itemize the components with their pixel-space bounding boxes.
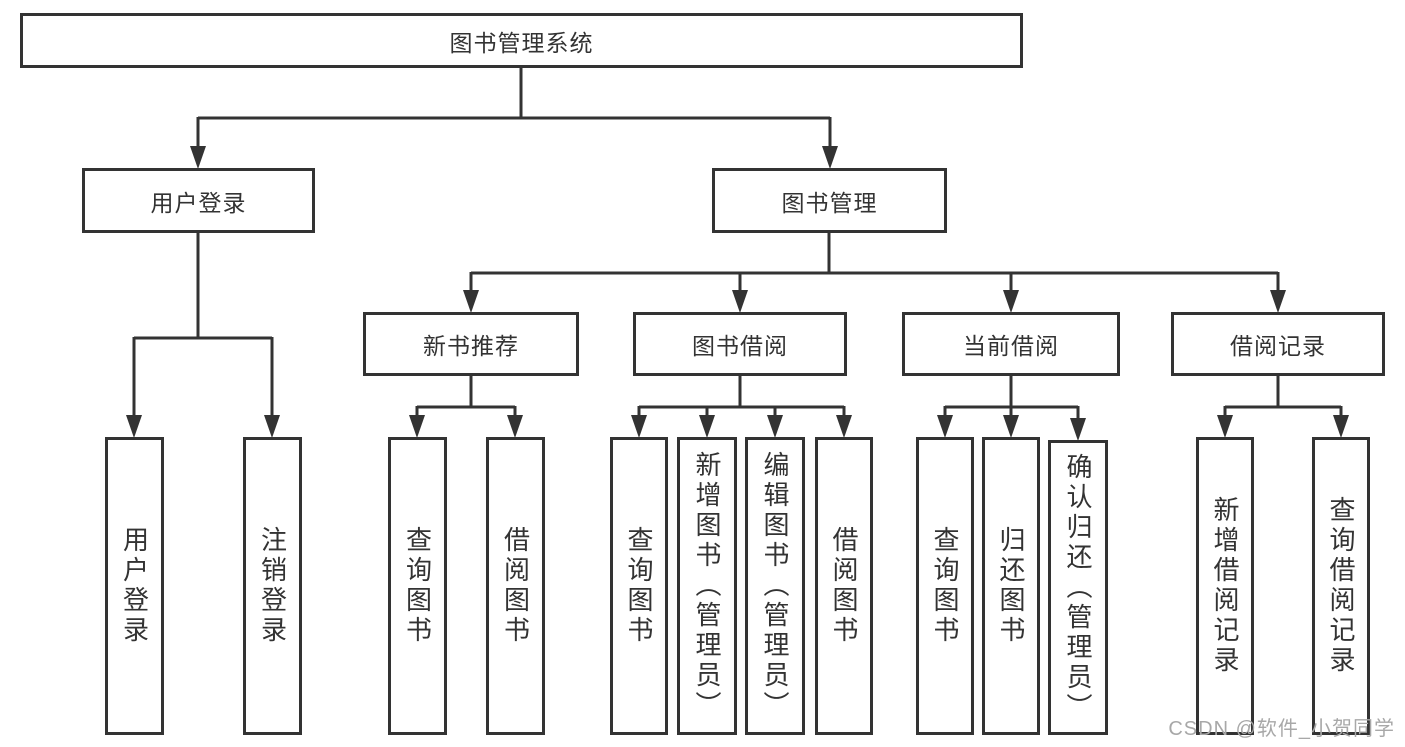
node-level3-book-borrow: 图书借阅 <box>633 312 847 376</box>
leaf-return-books: 归还图书 <box>982 437 1040 735</box>
leaf-confirm-return-admin: 确认归还（管理员） <box>1048 440 1108 735</box>
leaf-user-login: 用户登录 <box>105 437 164 735</box>
leaf-query-books-current: 查询图书 <box>916 437 974 735</box>
leaf-label: 确认归还（管理员） <box>1063 452 1093 723</box>
node-level3-new-book-recommend: 新书推荐 <box>363 312 579 376</box>
leaf-label: 新增借阅记录 <box>1210 496 1240 676</box>
leaf-label: 查询图书 <box>930 526 960 646</box>
leaf-label: 归还图书 <box>996 526 1026 646</box>
leaf-borrow-books: 借阅图书 <box>815 437 873 735</box>
leaf-logout: 注销登录 <box>243 437 302 735</box>
leaf-label: 借阅图书 <box>500 526 531 646</box>
node-level3-borrow-records: 借阅记录 <box>1171 312 1385 376</box>
leaf-label: 新增图书（管理员） <box>692 451 722 721</box>
leaf-label: 用户登录 <box>119 526 150 646</box>
leaf-label: 查询图书 <box>624 526 654 646</box>
node-label: 新书推荐 <box>423 333 519 359</box>
node-level2-book-management: 图书管理 <box>712 168 947 233</box>
node-root: 图书管理系统 <box>20 13 1023 68</box>
node-label: 用户登录 <box>150 189 247 216</box>
leaf-label: 查询图书 <box>402 526 433 646</box>
leaf-add-books-admin: 新增图书（管理员） <box>677 437 737 735</box>
csdn-watermark: CSDN @软件_小贺同学 <box>1168 718 1395 740</box>
node-label: 借阅记录 <box>1230 333 1326 359</box>
node-label: 图书借阅 <box>692 333 788 359</box>
leaf-label: 查询借阅记录 <box>1326 496 1356 676</box>
leaf-edit-books-admin: 编辑图书（管理员） <box>745 437 805 735</box>
node-label: 当前借阅 <box>963 333 1059 359</box>
leaf-query-books-recommend: 查询图书 <box>388 437 447 735</box>
node-level3-current-borrow: 当前借阅 <box>902 312 1120 376</box>
node-level2-user-login: 用户登录 <box>82 168 315 233</box>
leaf-query-borrow-record: 查询借阅记录 <box>1312 437 1370 735</box>
leaf-borrow-books-recommend: 借阅图书 <box>486 437 545 735</box>
leaf-add-borrow-record: 新增借阅记录 <box>1196 437 1254 735</box>
leaf-label: 注销登录 <box>257 526 288 646</box>
leaf-label: 借阅图书 <box>829 526 859 646</box>
node-label: 图书管理 <box>781 189 878 216</box>
node-root-label: 图书管理系统 <box>449 29 594 56</box>
leaf-label: 编辑图书（管理员） <box>760 451 790 721</box>
leaf-query-books-borrow: 查询图书 <box>610 437 668 735</box>
